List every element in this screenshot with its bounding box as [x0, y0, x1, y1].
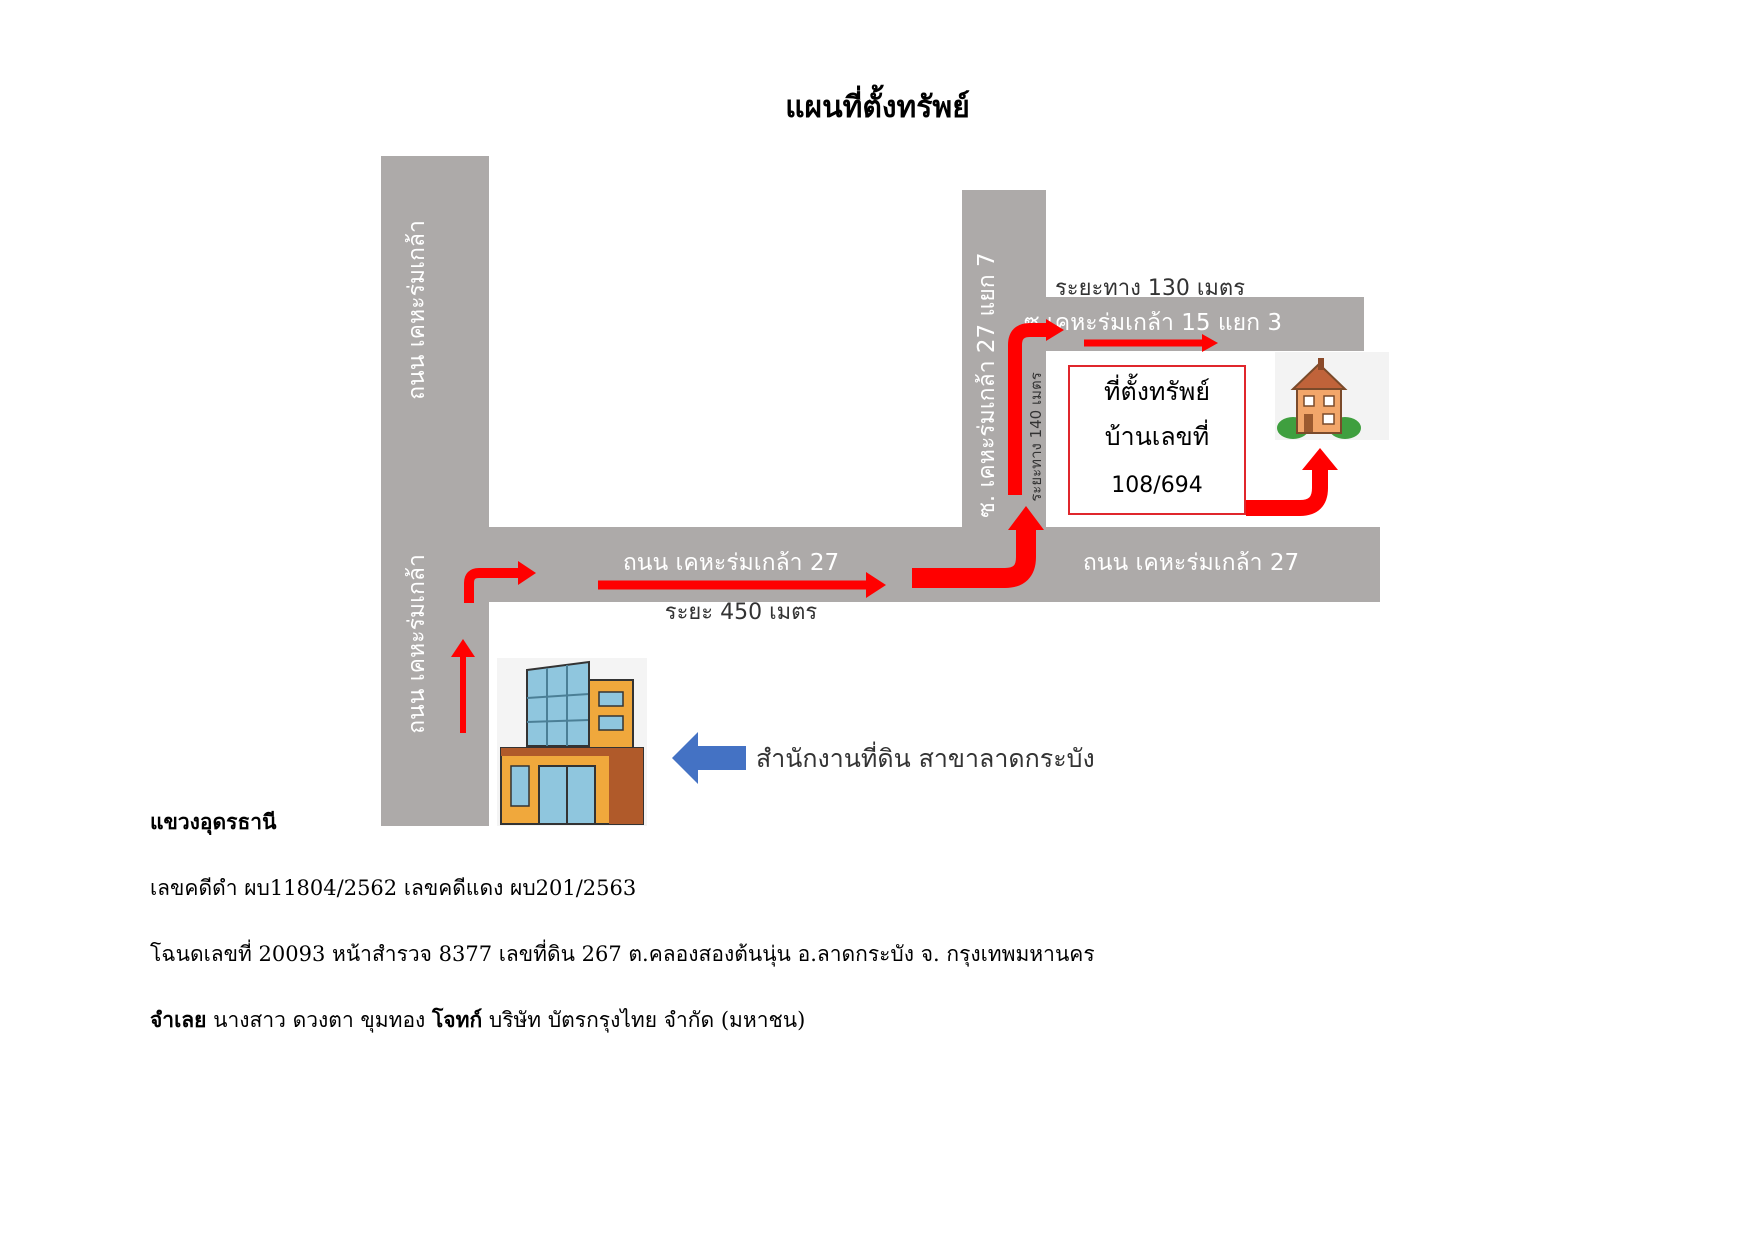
- property-box-line1: ที่ตั้งทรัพย์: [1104, 373, 1210, 406]
- route-arrow-turn-right: [464, 568, 520, 603]
- plaintiff-name: บริษัท บัตรกรุงไทย จำกัด (มหาชน): [488, 1008, 806, 1032]
- route-arrow-turn-right-head: [518, 561, 536, 585]
- road-label-main-upper: ถนน เคหะร่มเกล้า: [404, 220, 430, 400]
- distance-main: ระยะ 450 เมตร: [665, 600, 818, 625]
- route-arrow-to-house-head: [1302, 448, 1338, 470]
- distance-soi-vertical: ระยะทาง 140 เมตร: [1027, 372, 1045, 502]
- route-arrow-straight-head: [866, 572, 886, 598]
- road-label-horizontal-left: ถนน เคหะร่มเกล้า 27: [623, 550, 839, 576]
- road-horizontal-27: [381, 527, 1380, 602]
- defendant-label: จำเลย: [150, 1007, 207, 1032]
- plaintiff-label: โจทก์: [432, 1007, 483, 1032]
- district-label: แขวงอุดรธานี: [150, 809, 277, 834]
- route-arrow-curve-up: [912, 528, 1036, 588]
- parties-line: จำเลย นางสาว ดวงตา ขุมทอง โจทก์ บริษัท บ…: [150, 1004, 805, 1037]
- property-box-line3: 108/694: [1111, 473, 1202, 498]
- distance-soi-horizontal: ระยะทาง 130 เมตร: [1055, 276, 1245, 301]
- case-numbers: เลขคดีดำ ผบ11804/2562 เลขคดีแดง ผบ201/25…: [150, 876, 637, 900]
- page-title: แผนที่ตั้งทรัพย์: [785, 90, 970, 125]
- property-box-line2: บ้านเลขที่: [1105, 419, 1209, 451]
- road-label-soi-horizontal: ซ.เคหะร่มเกล้า 15 แยก 3: [1024, 310, 1282, 336]
- route-arrow-curve-up-head: [1008, 506, 1044, 530]
- route-arrow-to-house: [1246, 468, 1328, 516]
- deed-details: โฉนดเลขที่ 20093 หน้าสำรวจ 8377 เลขที่ดิ…: [150, 942, 1095, 966]
- property-box: ที่ตั้งทรัพย์ บ้านเลขที่ 108/694: [1068, 365, 1246, 515]
- land-office-label: สำนักงานที่ดิน สาขาลาดกระบัง: [756, 741, 1095, 773]
- route-arrows: [451, 319, 1338, 733]
- route-arrow-soi-head: [1046, 319, 1064, 341]
- house-icon: [1275, 352, 1389, 440]
- pointer-arrow: [672, 732, 746, 784]
- office-building-icon: [497, 658, 647, 826]
- road-label-main-lower: ถนน เคหะร่มเกล้า: [404, 554, 430, 734]
- route-arrow-soi-horizontal-head: [1202, 334, 1218, 352]
- road-label-horizontal-right: ถนน เคหะร่มเกล้า 27: [1083, 550, 1299, 576]
- route-arrow-soi: [1008, 323, 1048, 495]
- defendant-name: นางสาว ดวงตา ขุมทอง: [213, 1008, 426, 1032]
- road-main-vertical: [381, 156, 489, 826]
- road-label-soi-vertical: ซ. เคหะร่มเกล้า 27 แยก 7: [974, 252, 1000, 517]
